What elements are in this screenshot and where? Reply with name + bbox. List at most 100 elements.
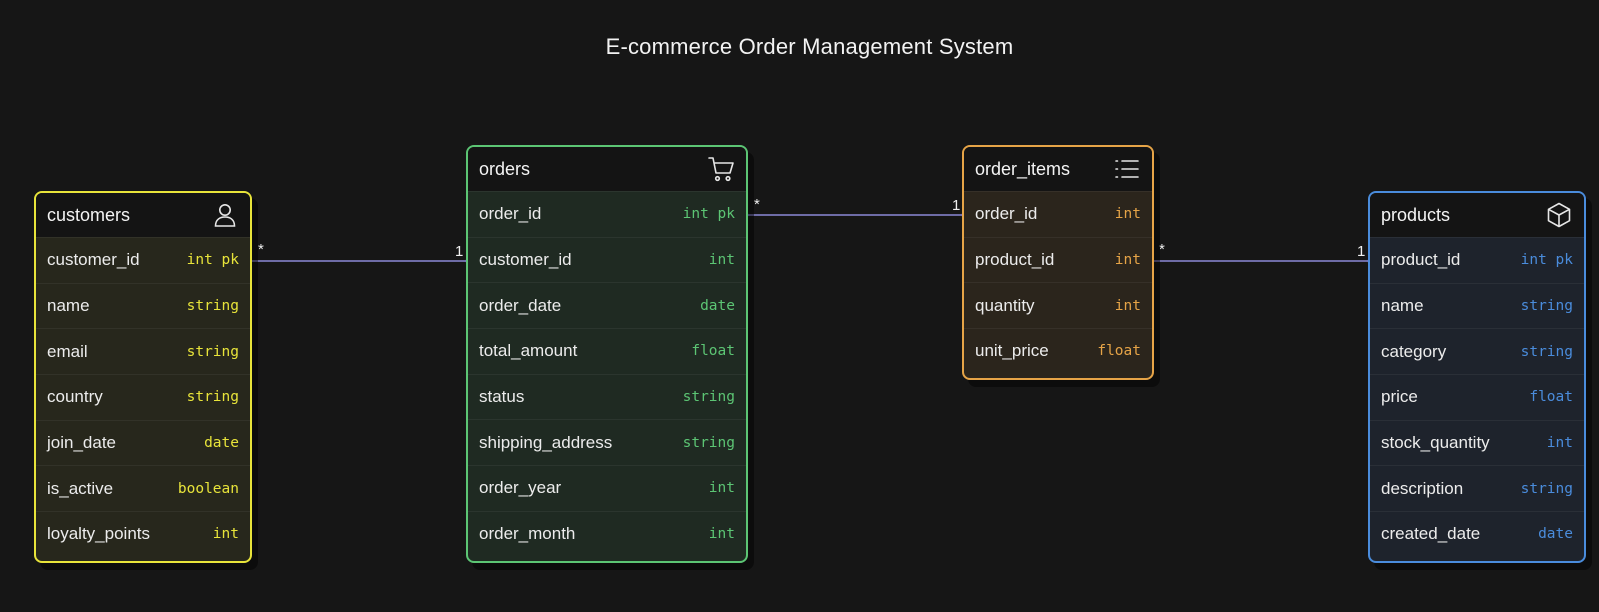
field-type: int (1114, 297, 1141, 314)
field-type: int (1546, 435, 1573, 452)
field-type: int (212, 526, 239, 543)
field-row: name string (1370, 282, 1584, 329)
field-row: created_date date (1370, 511, 1584, 557)
field-type: string (186, 389, 239, 406)
cart-icon (706, 154, 736, 184)
field-type: date (204, 435, 239, 452)
field-name: country (47, 387, 103, 407)
field-name: is_active (47, 478, 114, 498)
entity-header: orders (468, 147, 746, 191)
field-name: join_date (47, 433, 117, 453)
field-row: product_id int (964, 236, 1152, 283)
diagram-title: E-commerce Order Management System (605, 34, 1014, 59)
field-name: email (47, 341, 88, 361)
field-name: unit_price (975, 341, 1049, 361)
field-name: order_year (479, 478, 562, 498)
field-name: order_month (479, 524, 576, 544)
field-name: price (1381, 387, 1418, 407)
field-type: string (1520, 343, 1573, 360)
field-type: int (1114, 252, 1141, 269)
field-type: int (708, 526, 735, 543)
field-name: description (1381, 478, 1464, 498)
field-name: order_id (975, 204, 1038, 224)
field-row: customer_id int pk (36, 237, 250, 283)
field-type: int pk (682, 206, 735, 223)
field-row: country string (36, 374, 250, 420)
field-type: float (691, 343, 735, 360)
field-row: shipping_address string (468, 419, 746, 465)
entity-customers[interactable]: customers customer_id int pk name string e… (34, 191, 252, 563)
field-row: order_id int pk (468, 191, 746, 237)
field-row: email string (36, 328, 250, 374)
field-row: order_id int (964, 191, 1152, 237)
field-type: string (186, 298, 239, 315)
field-type: float (1529, 389, 1573, 406)
cardinality-label: 1 (952, 197, 960, 214)
field-name: product_id (975, 250, 1055, 270)
entity-name: order_items (975, 158, 1071, 179)
entity-name: orders (479, 158, 531, 179)
field-type: float (1097, 343, 1141, 360)
cardinality-label: * (258, 241, 264, 258)
entity-header: products (1370, 193, 1584, 237)
field-name: status (479, 387, 525, 407)
field-type: string (186, 343, 239, 360)
field-type: date (700, 297, 735, 314)
field-row: loyalty_points int (36, 511, 250, 557)
field-type: int (708, 480, 735, 497)
field-name: category (1381, 341, 1447, 361)
field-name: shipping_address (479, 432, 613, 452)
field-row: total_amount float (468, 328, 746, 374)
field-row: order_date date (468, 282, 746, 328)
field-type: date (1538, 526, 1573, 543)
list-icon (1112, 154, 1142, 184)
user-icon (210, 200, 240, 230)
entity-header: order_items (964, 147, 1152, 191)
entity-header: customers (36, 193, 250, 237)
cardinality-label: * (754, 196, 760, 213)
field-row: is_active boolean (36, 465, 250, 511)
field-name: name (1381, 296, 1424, 316)
field-row: join_date date (36, 419, 250, 466)
field-row: unit_price float (964, 328, 1152, 374)
cardinality-label: * (1159, 241, 1165, 258)
field-row: status string (468, 373, 746, 420)
field-type: boolean (177, 480, 239, 497)
field-type: string (682, 389, 735, 406)
field-row: name string (36, 282, 250, 329)
field-row: order_month int (468, 510, 746, 557)
field-name: quantity (975, 295, 1035, 315)
field-row: customer_id int (468, 236, 746, 283)
field-row: description string (1370, 465, 1584, 511)
field-type: string (682, 434, 735, 451)
field-type: string (1520, 298, 1573, 315)
field-row: quantity int (964, 282, 1152, 328)
field-name: customer_id (479, 250, 572, 270)
entity-name: products (1381, 204, 1451, 225)
field-name: loyalty_points (47, 524, 151, 544)
field-name: customer_id (47, 250, 140, 270)
field-row: price float (1370, 374, 1584, 420)
field-name: stock_quantity (1381, 433, 1490, 453)
field-name: order_date (479, 295, 562, 315)
field-type: int pk (186, 252, 239, 269)
field-row: category string (1370, 328, 1584, 374)
field-type: string (1520, 480, 1573, 497)
entity-name: customers (47, 204, 131, 225)
cube-icon (1544, 200, 1574, 230)
field-name: order_id (479, 204, 542, 224)
field-name: total_amount (479, 341, 578, 361)
field-name: product_id (1381, 250, 1461, 270)
field-row: stock_quantity int (1370, 419, 1584, 466)
field-row: order_year int (468, 465, 746, 511)
field-name: name (47, 296, 90, 316)
field-type: int (708, 252, 735, 269)
field-type: int (1114, 206, 1141, 223)
cardinality-label: 1 (455, 243, 463, 260)
cardinality-label: 1 (1357, 243, 1365, 260)
field-name: created_date (1381, 524, 1481, 544)
